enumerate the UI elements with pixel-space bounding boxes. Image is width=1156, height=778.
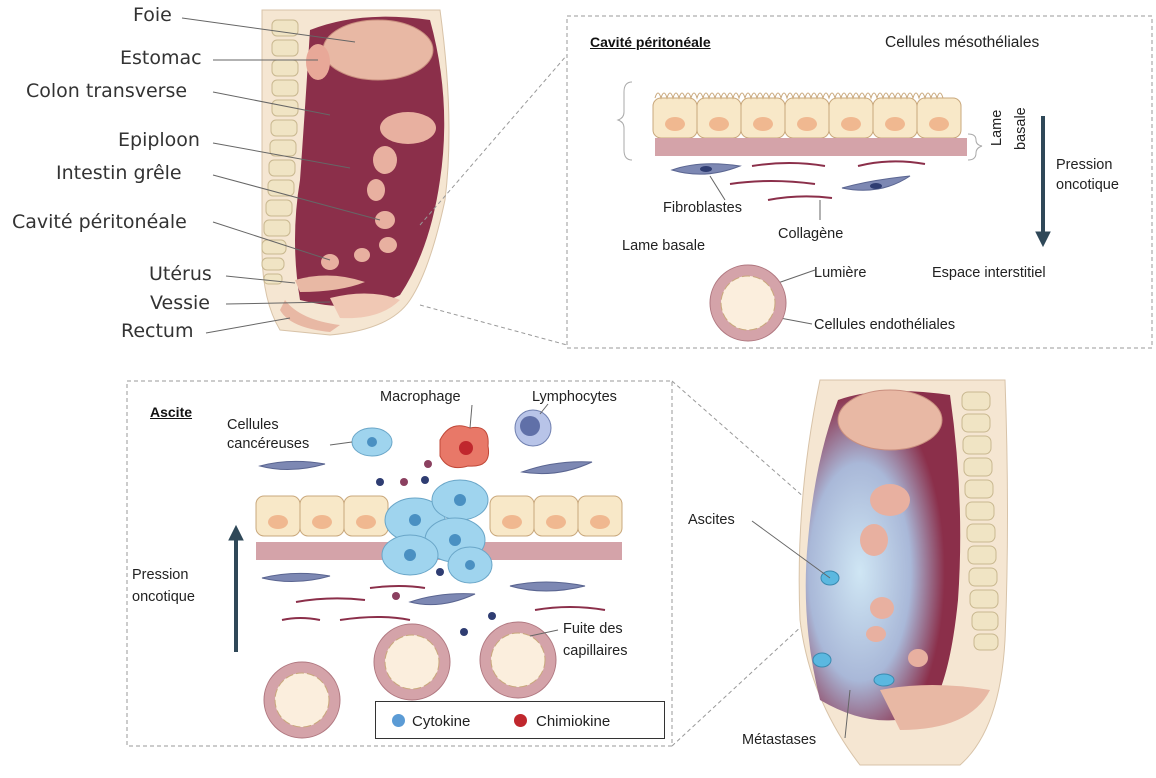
label-rectum: Rectum [121,322,193,341]
pressure-arrow-up [229,526,243,652]
brace-right [968,134,982,160]
legend: Cytokine Chimiokine [375,701,665,739]
label-intestin: Intestin grêle [56,164,182,183]
label-macrophage: Macrophage [380,390,461,405]
label-collagene: Collagène [778,227,843,242]
basal-lamina-top [655,138,967,156]
macrophage-cell [440,426,489,468]
label-cavite: Cavité péritonéale [12,213,187,232]
label-cellules-2: cancéreuses [227,437,309,452]
label-pression-top-2: oncotique [1056,178,1119,193]
label-lame-basale: Lame basale [622,239,705,254]
label-cellules-1: Cellules [227,418,279,433]
label-fibroblastes: Fibroblastes [663,201,742,216]
colon [380,112,436,144]
pressure-arrow-down [1036,116,1050,246]
label-fuite-2: capillaires [563,644,627,659]
cytokine-dot-icon [392,714,405,727]
chemokine-dot-icon [514,714,527,727]
label-vessie: Vessie [150,294,210,313]
panel-title-cavite: Cavité péritonéale [590,35,711,49]
brace-left [618,82,632,160]
anatomy-bottom-right [752,380,1008,765]
legend-cytokine: Cytokine [412,713,470,730]
label-estomac: Estomac [120,49,202,68]
label-pression-bottom-2: oncotique [132,590,195,605]
label-lame-vertical-2: basale [1014,107,1029,150]
label-lymphocytes: Lymphocytes [532,390,617,405]
lymphocyte-cell [515,410,551,446]
liver [323,20,433,80]
label-foie: Foie [133,6,172,25]
capillary-top [710,265,786,341]
label-uterus: Utérus [149,265,212,284]
legend-chemokine: Chimiokine [536,713,610,730]
label-pression-top-1: Pression [1056,158,1112,173]
label-mesothelial: Cellules mésothéliales [885,35,1039,51]
mesothelial-cells-top [653,93,961,138]
label-colon: Colon transverse [26,82,187,101]
label-metastases: Métastases [742,733,816,748]
label-epiploon: Epiploon [118,131,200,150]
label-fuite-1: Fuite des [563,622,623,637]
label-lame-vertical-1: Lame [990,110,1005,146]
label-pression-bottom-1: Pression [132,568,188,583]
anatomy-top-left [182,10,449,335]
label-espace-interstitiel: Espace interstitiel [932,266,1046,281]
panel-title-ascite: Ascite [150,405,192,419]
label-endotheliales: Cellules endothéliales [814,318,955,333]
liver-bottom [838,390,942,450]
stomach [306,44,330,80]
label-lumiere: Lumière [814,266,866,281]
label-ascites: Ascites [688,513,735,528]
